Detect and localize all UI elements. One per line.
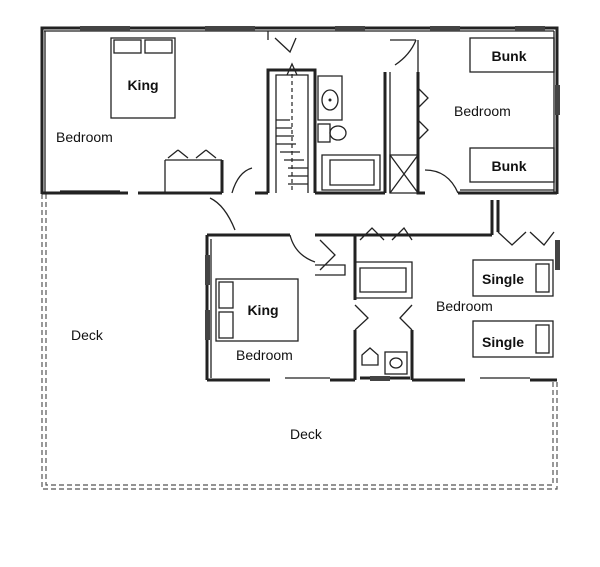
bed-single-top: Single (472, 259, 554, 297)
room-label-deck-west: Deck (71, 327, 104, 343)
room-label-bedroom-ne: Bedroom (454, 103, 511, 119)
exterior-walls (40, 26, 560, 194)
bed-single-bottom: Single (472, 320, 554, 358)
bed-label-bunk-top: Bunk (492, 48, 527, 64)
bed-label-king-nw: King (127, 77, 158, 93)
bed-bunk-top: Bunk (469, 37, 555, 73)
bed-label-single-top: Single (482, 271, 524, 287)
bed-label-bunk-bottom: Bunk (492, 158, 527, 174)
bed-king-nw: King (110, 37, 176, 119)
bed-label-king-center: King (247, 302, 278, 318)
room-label-bedroom-center: Bedroom (236, 347, 293, 363)
lower-interior-walls (205, 197, 560, 382)
room-label-deck-south: Deck (290, 426, 323, 442)
bed-bunk-bottom: Bunk (469, 147, 555, 183)
room-label-bedroom-se: Bedroom (436, 298, 493, 314)
stair-treads (276, 119, 308, 185)
bed-king-center: King (215, 278, 299, 342)
deck-outline (41, 194, 558, 490)
upper-interior-walls (42, 31, 557, 195)
room-label-bedroom-nw: Bedroom (56, 129, 113, 145)
bed-label-single-bottom: Single (482, 334, 524, 350)
